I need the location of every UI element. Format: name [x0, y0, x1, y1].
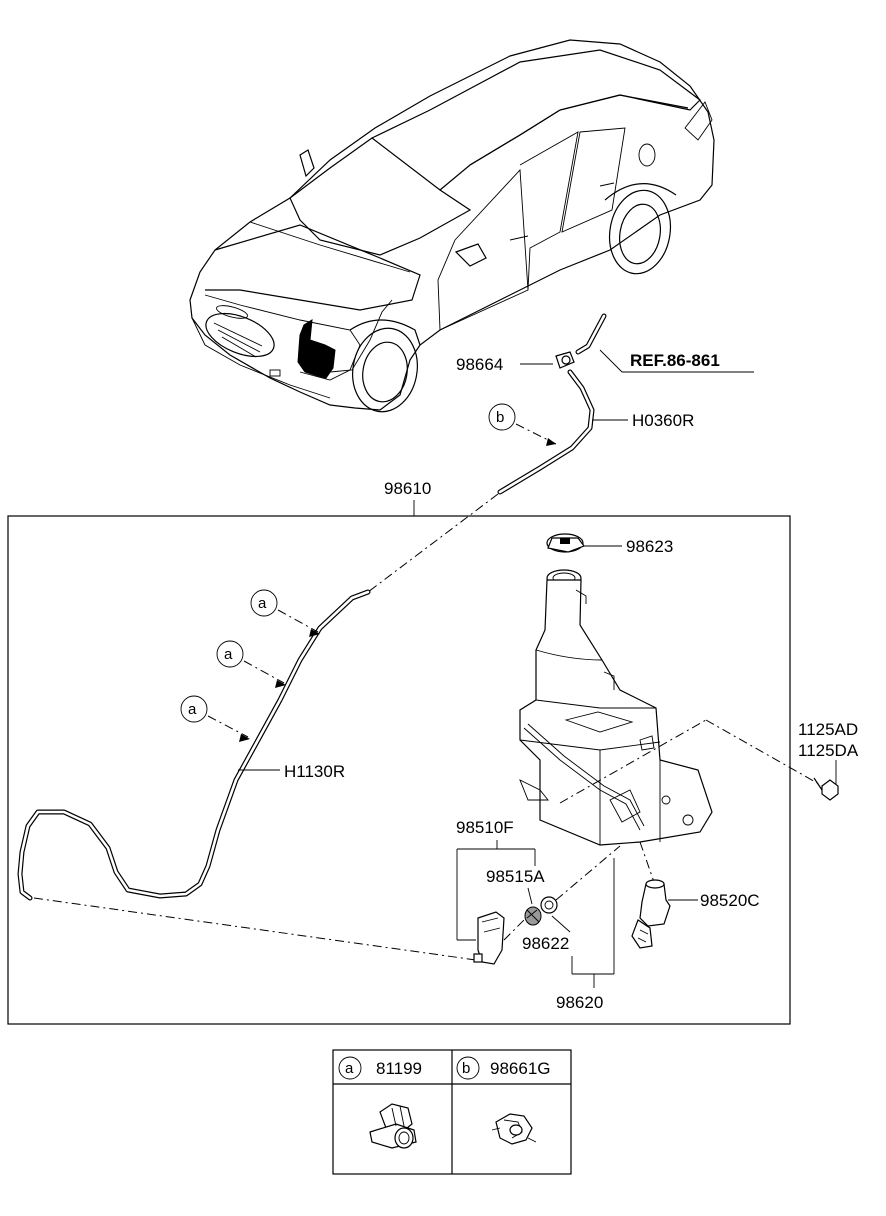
label-98622[interactable]: 98622 — [522, 934, 569, 953]
washer-reservoir — [519, 569, 713, 846]
label-98510f[interactable]: 98510F — [456, 818, 514, 837]
washer-pump-98510f: 98510F — [456, 818, 537, 965]
check-valve-98664: 98664 — [456, 351, 575, 374]
washer-motor-98520c: 98520C — [631, 841, 760, 949]
vehicle-illustration — [189, 39, 715, 413]
ref-86-861-group: REF.86-861 — [575, 313, 754, 373]
clip-98661g-icon — [491, 1113, 537, 1145]
legend-col-b: b 98661G — [456, 1056, 551, 1145]
callout-a-1-arrow — [309, 629, 320, 637]
seal-kit-98620: 98620 — [556, 858, 615, 1012]
label-98610[interactable]: 98610 — [384, 479, 431, 498]
assembly-frame — [7, 515, 791, 1025]
legend-col-a: a 81199 — [338, 1056, 422, 1149]
reservoir-cap-98623: 98623 — [546, 533, 673, 556]
label-1125ad[interactable]: 1125AD — [798, 720, 858, 739]
clip-legend-table: a 81199 b 98661G — [332, 1049, 572, 1175]
hose-h1130r: H1130R — [17, 589, 477, 961]
reservoir-location-highlight — [297, 319, 336, 379]
callout-a-2-arrow — [275, 680, 286, 688]
label-98664[interactable]: 98664 — [456, 355, 503, 374]
callout-a-3-letter: a — [188, 701, 197, 718]
callout-b-letter: b — [496, 409, 504, 426]
callout-a-3-arrow — [239, 734, 250, 742]
clip-81199-icon — [369, 1103, 417, 1149]
filter-98515a: 98515A — [486, 849, 545, 926]
callout-b: b — [488, 403, 557, 446]
ref-label[interactable]: REF.86-861 — [630, 351, 720, 370]
legend-b-letter: b — [462, 1060, 470, 1077]
callout-a-1: a — [250, 589, 320, 637]
label-h1130r[interactable]: H1130R — [284, 762, 345, 781]
bolt-1125ad-1125da: 1125AD 1125DA — [559, 719, 859, 804]
callout-a-2-letter: a — [224, 646, 233, 663]
callout-a-3: a — [180, 695, 250, 742]
legend-a-part[interactable]: 81199 — [376, 1059, 422, 1078]
legend-b-part[interactable]: 98661G — [490, 1059, 551, 1078]
label-98515a[interactable]: 98515A — [486, 867, 545, 886]
hose-h0360r: H0360R — [497, 369, 694, 495]
grommet-98622: 98622 — [522, 845, 621, 953]
label-1125da[interactable]: 1125DA — [798, 741, 859, 760]
callout-a-2: a — [216, 640, 286, 688]
assembly-98610: 98610 — [7, 479, 791, 1025]
label-98620[interactable]: 98620 — [556, 993, 603, 1012]
legend-a-letter: a — [345, 1060, 354, 1077]
label-h0360r[interactable]: H0360R — [632, 411, 694, 430]
label-98623[interactable]: 98623 — [626, 537, 673, 556]
label-98520c[interactable]: 98520C — [700, 891, 760, 910]
callout-b-arrow — [546, 438, 556, 446]
callout-a-1-letter: a — [258, 595, 267, 612]
